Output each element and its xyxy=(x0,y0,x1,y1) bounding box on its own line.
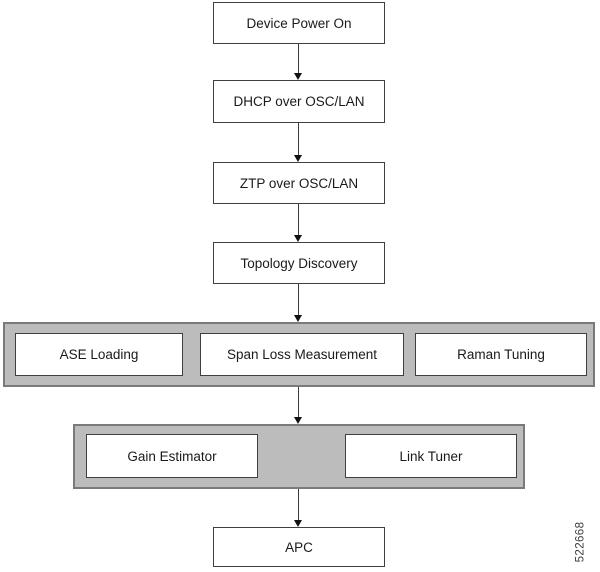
arrow-down-icon xyxy=(294,204,303,242)
arrowhead-icon xyxy=(294,315,302,322)
arrow-shaft xyxy=(298,387,299,418)
flow-box-gain-estimator: Gain Estimator xyxy=(86,434,258,478)
arrow-shaft xyxy=(298,123,299,156)
arrow-shaft xyxy=(298,489,299,521)
arrowhead-icon xyxy=(294,73,302,80)
flow-box-label: Span Loss Measurement xyxy=(226,347,378,362)
flow-box-ztp-over-osc-lan: ZTP over OSC/LAN xyxy=(213,162,385,204)
arrowhead-icon xyxy=(294,155,302,162)
figure-id-container: 522668 xyxy=(572,507,588,572)
arrowhead-icon xyxy=(294,520,302,527)
arrow-down-icon xyxy=(294,387,303,424)
flow-box-label: APC xyxy=(285,539,313,555)
arrow-shaft xyxy=(298,284,299,316)
arrow-down-icon xyxy=(294,44,303,80)
arrow-down-icon xyxy=(294,284,303,322)
flow-box-label: Link Tuner xyxy=(399,448,463,464)
flow-box-label: Topology Discovery xyxy=(240,255,358,271)
arrowhead-icon xyxy=(294,417,302,424)
flow-box-dhcp-over-osc-lan: DHCP over OSC/LAN xyxy=(213,80,385,123)
arrow-down-icon xyxy=(294,489,303,527)
flow-box-link-tuner: Link Tuner xyxy=(345,434,517,478)
flow-box-ase-loading: ASE Loading xyxy=(15,333,183,376)
arrow-shaft xyxy=(298,204,299,236)
flow-box-label: Raman Tuning xyxy=(457,347,545,362)
stage-group-band-1: ASE Loading Span Loss Measurement Raman … xyxy=(3,322,595,387)
figure-id-label: 522668 xyxy=(574,521,586,563)
flow-box-label: DHCP over OSC/LAN xyxy=(233,94,365,109)
flow-box-label: Gain Estimator xyxy=(127,448,217,464)
flow-box-label: ASE Loading xyxy=(59,347,139,362)
flow-box-span-loss-measurement: Span Loss Measurement xyxy=(200,333,404,376)
flow-box-device-power-on: Device Power On xyxy=(213,2,385,44)
flow-box-topology-discovery: Topology Discovery xyxy=(213,242,385,284)
flow-box-label: ZTP over OSC/LAN xyxy=(239,175,359,191)
stage-group-band-2: Gain Estimator Link Tuner xyxy=(73,424,525,489)
flow-box-label: Device Power On xyxy=(246,15,352,31)
flow-box-raman-tuning: Raman Tuning xyxy=(415,333,587,376)
arrow-shaft xyxy=(298,44,299,74)
arrowhead-icon xyxy=(294,235,302,242)
arrow-down-icon xyxy=(294,123,303,162)
flow-box-apc: APC xyxy=(213,527,385,567)
